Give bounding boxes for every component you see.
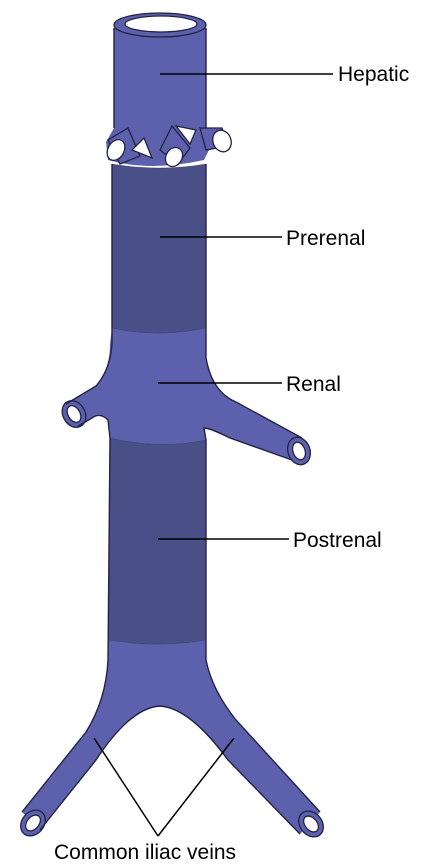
boundary-hepatic-prerenal (111, 163, 207, 169)
leader-iliac-left (93, 737, 159, 837)
boundary-postrenal-iliac (107, 639, 207, 645)
hepatic-vein-middle-opening (164, 146, 184, 168)
left-renal-vein-lumen (66, 404, 82, 424)
label-common-iliac-veins: Common iliac veins (54, 841, 237, 864)
hepatic-notch-1 (130, 136, 154, 160)
prerenal-segment (112, 164, 206, 333)
right-iliac-vein-lumen (302, 815, 320, 833)
label-renal: Renal (286, 373, 341, 396)
iliac-bifurcation (22, 640, 320, 834)
hepatic-vein-left-opening (106, 139, 126, 161)
boundary-renal-postrenal (109, 437, 207, 445)
left-iliac-vein-lumen (24, 814, 42, 832)
label-prerenal: Prerenal (286, 227, 366, 250)
hepatic-top-lumen (124, 15, 198, 33)
right-renal-vein-lumen (291, 441, 307, 461)
hepatic-vein-right-opening (212, 129, 232, 153)
boundary-prerenal-renal (111, 327, 207, 334)
label-hepatic: Hepatic (338, 63, 410, 86)
postrenal-segment (108, 438, 206, 644)
label-postrenal: Postrenal (293, 529, 382, 552)
ivc-outline (21, 28, 321, 835)
leader-iliac-right (157, 737, 235, 837)
hepatic-notch-2 (174, 125, 197, 146)
renal-segment (66, 328, 302, 460)
